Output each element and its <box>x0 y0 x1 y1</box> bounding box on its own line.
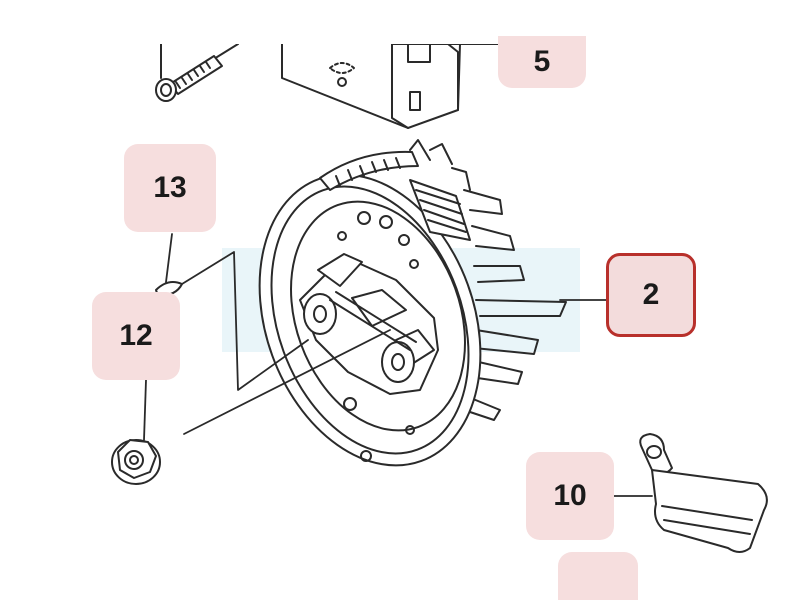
leader-lines <box>143 233 653 497</box>
callout-number: 2 <box>642 278 660 311</box>
ignition-module-icon <box>281 44 521 129</box>
flange-nut-icon <box>111 439 161 485</box>
callout-part-2[interactable]: 2 <box>606 253 696 337</box>
callout-part-12[interactable]: 12 <box>92 292 180 380</box>
callout-part-13[interactable]: 13 <box>124 144 216 232</box>
bracket-clip-icon <box>639 433 768 553</box>
screw-icon <box>155 44 239 102</box>
callout-number: 13 <box>153 171 187 204</box>
callout-number: 12 <box>119 319 153 352</box>
callout-number: 10 <box>553 479 587 512</box>
callout-part-10[interactable]: 10 <box>526 452 614 540</box>
callout-number: 5 <box>533 45 551 78</box>
flywheel-icon <box>258 139 567 467</box>
callout-partial[interactable] <box>558 552 638 600</box>
callout-part-5[interactable]: 5 <box>498 36 586 88</box>
